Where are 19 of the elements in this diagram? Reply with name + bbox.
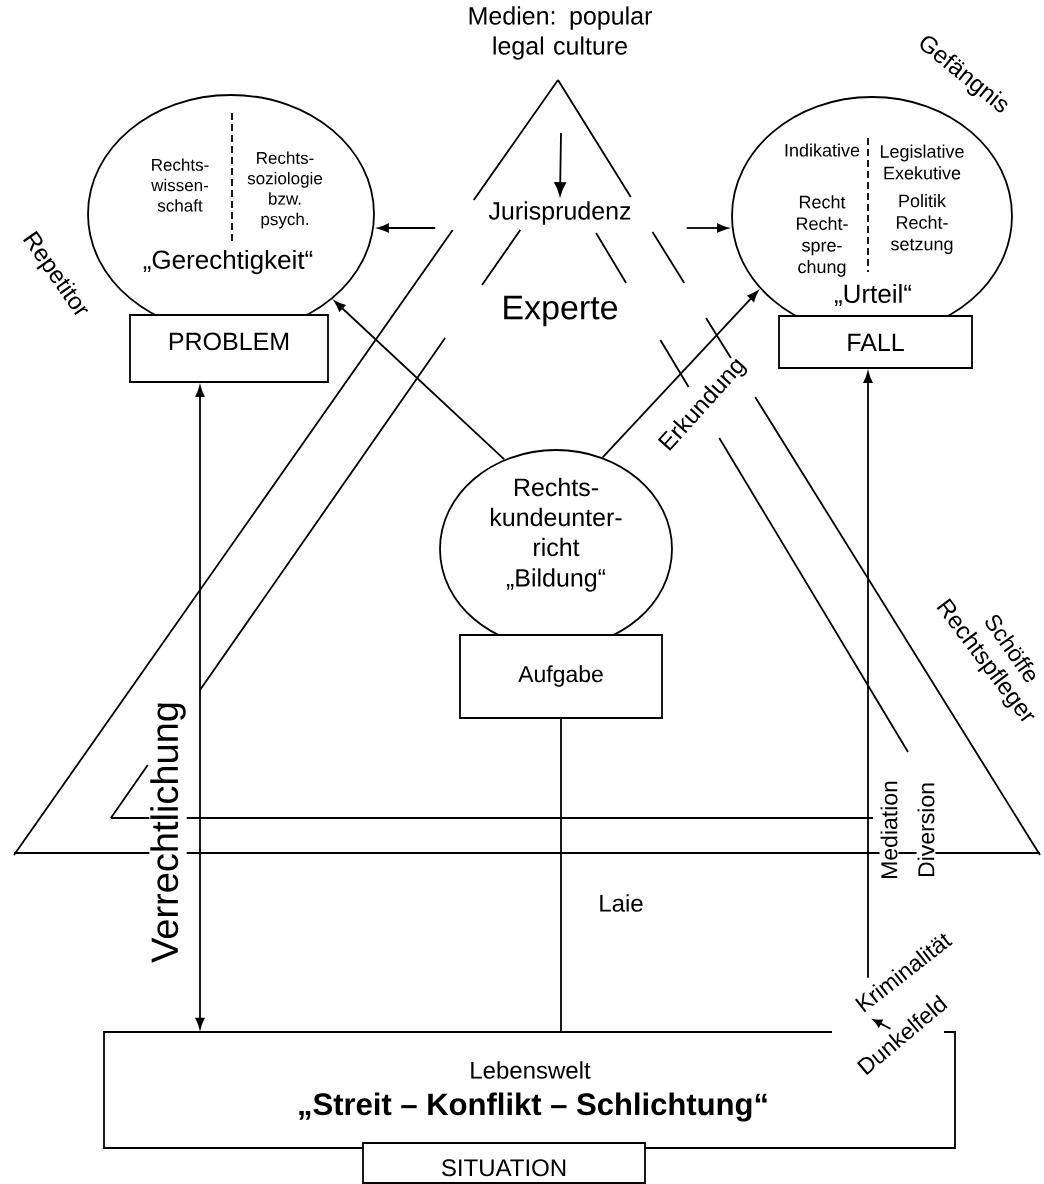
text-label: Medien: popular legal culture <box>469 6 652 60</box>
text-label: Diversion <box>916 781 936 879</box>
box: Aufgabe <box>459 634 663 719</box>
text-label: Experte <box>504 295 618 327</box>
arrow <box>377 223 437 233</box>
arrow <box>863 371 873 979</box>
arrow <box>334 300 506 461</box>
box: SITUATION <box>362 1142 646 1184</box>
arrow <box>554 132 566 196</box>
text-label: Mediation <box>879 779 899 881</box>
box: FALL <box>778 315 973 369</box>
text-label: Jurisprudenz <box>487 200 633 226</box>
arrow <box>873 1019 892 1030</box>
text-label: Verrechtlichung <box>149 700 187 964</box>
arrow <box>685 223 729 233</box>
box: PROBLEM <box>129 314 329 383</box>
text-label: Laie <box>600 894 643 912</box>
arrow <box>601 290 759 459</box>
arrow <box>195 385 205 1029</box>
